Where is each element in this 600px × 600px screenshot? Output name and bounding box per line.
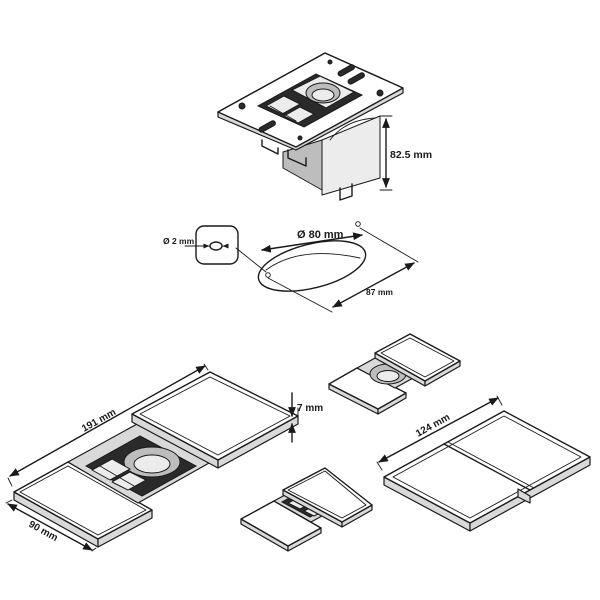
pin-hole xyxy=(355,221,361,227)
socket-module xyxy=(283,106,315,124)
box-right-side xyxy=(321,115,381,196)
socket-module xyxy=(265,95,301,115)
pin-diameter-label: Ø 2 mm xyxy=(163,236,195,246)
plate-screw-hole xyxy=(327,59,333,65)
length-open-label: 191 mm xyxy=(80,407,118,435)
length-open-dimension-line xyxy=(9,365,206,477)
hole-diameter-label: Ø 80 mm xyxy=(297,229,344,241)
cutout-template-view: Ø 80 mm Ø 2 mm 87 mm xyxy=(163,221,419,313)
dim-extension xyxy=(5,499,13,504)
open-unit-small-view xyxy=(240,467,373,552)
plate-width-label: 87 mm xyxy=(366,287,393,297)
pin-detail-hole xyxy=(209,241,223,251)
clip xyxy=(287,149,307,167)
clip xyxy=(261,139,279,155)
plate-slot xyxy=(258,120,276,133)
hole-inner-edge xyxy=(265,253,361,271)
plate-slot xyxy=(347,72,365,85)
dim-extension xyxy=(267,277,333,313)
thickness-label: 7 mm xyxy=(297,403,323,414)
hole-diameter-line xyxy=(261,232,363,253)
cylinder-edge xyxy=(329,117,376,141)
dim-extension xyxy=(7,477,13,487)
lid-front xyxy=(240,500,322,547)
socket-cup-inner xyxy=(133,454,171,474)
width-dimension-line xyxy=(7,503,93,551)
mounting-box-view: 82.5 mm xyxy=(217,52,432,201)
box-notch xyxy=(339,183,353,201)
lid-back-inset xyxy=(380,337,455,378)
plate-slot xyxy=(337,64,355,77)
dim-extension xyxy=(376,461,383,471)
socket-cup-inner xyxy=(311,88,335,102)
length-closed-dimension-line xyxy=(378,397,499,463)
closed-unit-view: 124 mm xyxy=(376,395,591,532)
plate-screw-hole xyxy=(238,102,246,110)
plate-screw-hole xyxy=(376,89,384,97)
pin-hole xyxy=(265,272,271,278)
socket-divider xyxy=(269,105,297,122)
plate-screw-hole xyxy=(297,135,303,141)
open-unit-round-view xyxy=(328,333,461,415)
hole-outline xyxy=(257,240,367,292)
plate-width-dimension-line xyxy=(332,262,415,308)
split-edge xyxy=(517,488,531,504)
pin-detail-box xyxy=(195,225,239,265)
socket-cup-inner xyxy=(376,370,400,382)
lid-back-inset xyxy=(287,470,367,519)
detail-leader xyxy=(235,247,267,273)
dim-extension xyxy=(203,363,209,371)
open-unit-large-view: 191 mm 7 mm 90 mm xyxy=(5,363,323,552)
dim-extension xyxy=(359,227,419,263)
dim-extension xyxy=(91,547,97,552)
height-label: 82.5 mm xyxy=(390,149,432,161)
